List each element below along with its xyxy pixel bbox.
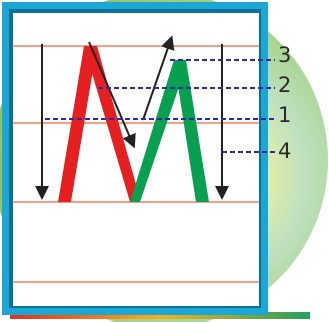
guide-label-2: 2 <box>278 73 291 97</box>
guide-label-1: 1 <box>278 103 291 127</box>
guide-label-4: 4 <box>278 139 291 163</box>
guide-label-3: 3 <box>278 43 291 67</box>
